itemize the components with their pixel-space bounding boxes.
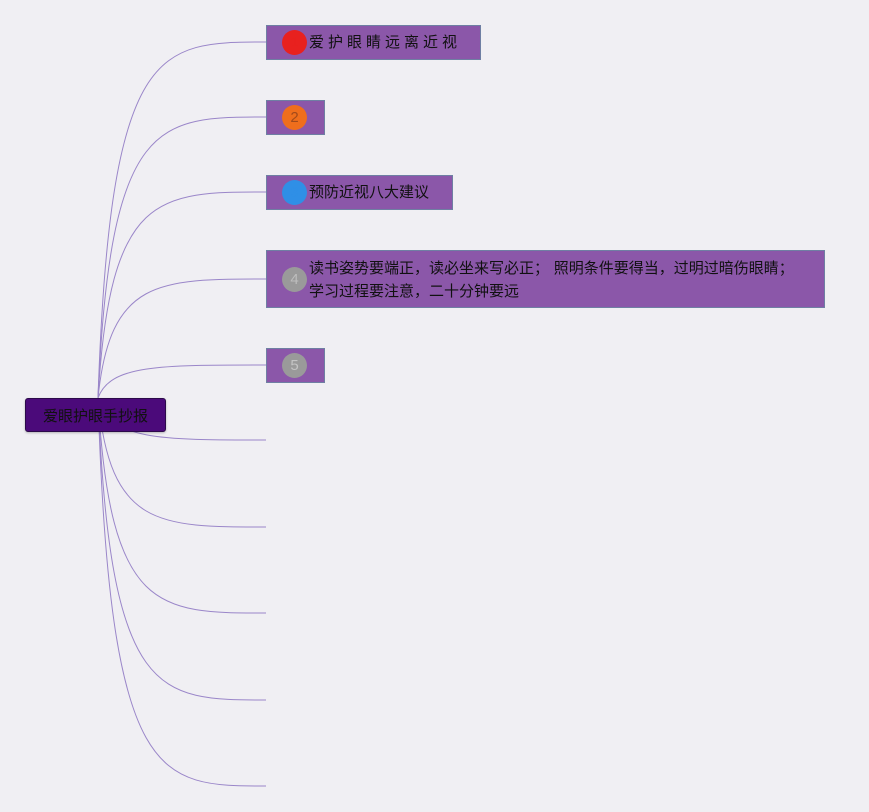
number-badge-5-icon: 5	[282, 353, 307, 378]
connector-line-1	[97, 41, 267, 399]
topic-3[interactable]: 3 预防近视八大建议	[266, 175, 453, 210]
root-topic-label: 爱眼护眼手抄报	[42, 406, 148, 425]
number-badge-1-icon: 1	[282, 30, 307, 55]
connector-line-7	[97, 397, 267, 528]
number-badge-3-icon: 3	[282, 180, 307, 205]
topic-2[interactable]: 2	[266, 100, 325, 135]
connector-line-5	[97, 364, 267, 399]
badge-number-1: 1	[290, 34, 299, 51]
topic-5[interactable]: 5	[266, 348, 325, 383]
connector-line-8	[97, 397, 267, 614]
root-topic[interactable]: 爱眼护眼手抄报	[25, 398, 166, 432]
badge-number-2: 2	[290, 109, 299, 126]
topic-1-label: 爱护眼睛远离近视	[309, 33, 462, 51]
number-badge-2-icon: 2	[282, 105, 307, 130]
topic-1[interactable]: 1 爱护眼睛远离近视	[266, 25, 481, 60]
connector-line-3	[97, 191, 267, 399]
topic-3-label: 预防近视八大建议	[309, 183, 430, 201]
topic-4[interactable]: 4 读书姿势要端正，读必坐来写必正； 照明条件要得当，过明过暗伤眼睛； 学习过程…	[266, 250, 825, 308]
connector-line-10	[97, 397, 267, 787]
badge-number-5: 5	[290, 357, 299, 374]
badge-number-3: 3	[290, 184, 299, 201]
badge-number-4: 4	[290, 271, 299, 288]
connector-line-4	[97, 278, 267, 399]
number-badge-4-icon: 4	[282, 267, 307, 292]
topic-4-label: 读书姿势要端正，读必坐来写必正； 照明条件要得当，过明过暗伤眼睛； 学习过程要注…	[309, 259, 794, 300]
connector-line-9	[97, 397, 267, 701]
connector-line-2	[97, 116, 267, 399]
